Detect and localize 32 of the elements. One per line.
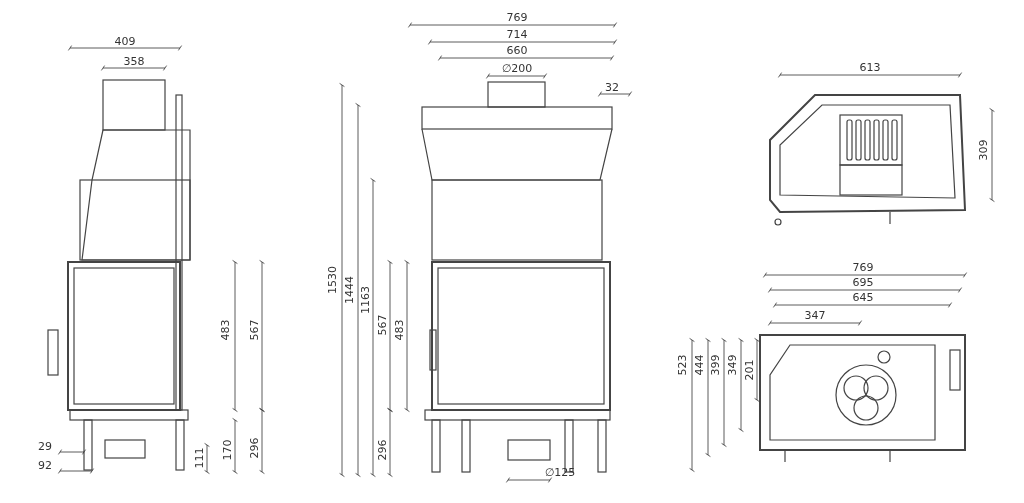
dimension-label: 32 (605, 82, 619, 94)
dimension-label: 296 (249, 437, 261, 459)
dimension-label: 645 (852, 292, 874, 304)
dimension-label: 399 (710, 354, 722, 376)
dimension-label: 567 (377, 314, 389, 336)
dimension-label: 358 (123, 56, 145, 68)
dimension-label: 111 (194, 447, 206, 469)
dimension-label: ∅125 (544, 467, 576, 479)
dimension-label: 170 (222, 439, 234, 461)
dimension-label: 660 (506, 45, 528, 57)
dimension-label: 349 (727, 354, 739, 376)
dimension-label: 309 (978, 139, 990, 161)
dimension-label: 769 (506, 12, 528, 24)
dimension-label: 92 (38, 460, 52, 472)
dimension-label: 1163 (360, 286, 372, 314)
dimension-label: 567 (249, 319, 261, 341)
dimension-label: 613 (859, 62, 881, 74)
dimension-label: 769 (852, 262, 874, 274)
dimension-label: 483 (394, 319, 406, 341)
dimension-label: 201 (744, 359, 756, 381)
dimension-label: 296 (377, 439, 389, 461)
dimension-label: 347 (804, 310, 826, 322)
dimension-label: ∅200 (501, 63, 533, 75)
dimension-label: 409 (114, 36, 136, 48)
dimension-label: 523 (677, 354, 689, 376)
dimension-label: 714 (506, 29, 528, 41)
dimension-label: 1444 (344, 276, 356, 304)
dimension-label: 1530 (327, 266, 339, 294)
dimension-label: 483 (220, 319, 232, 341)
dimension-label: 29 (38, 441, 52, 453)
dimension-label: 444 (694, 354, 706, 376)
dimension-label: 695 (852, 277, 874, 289)
